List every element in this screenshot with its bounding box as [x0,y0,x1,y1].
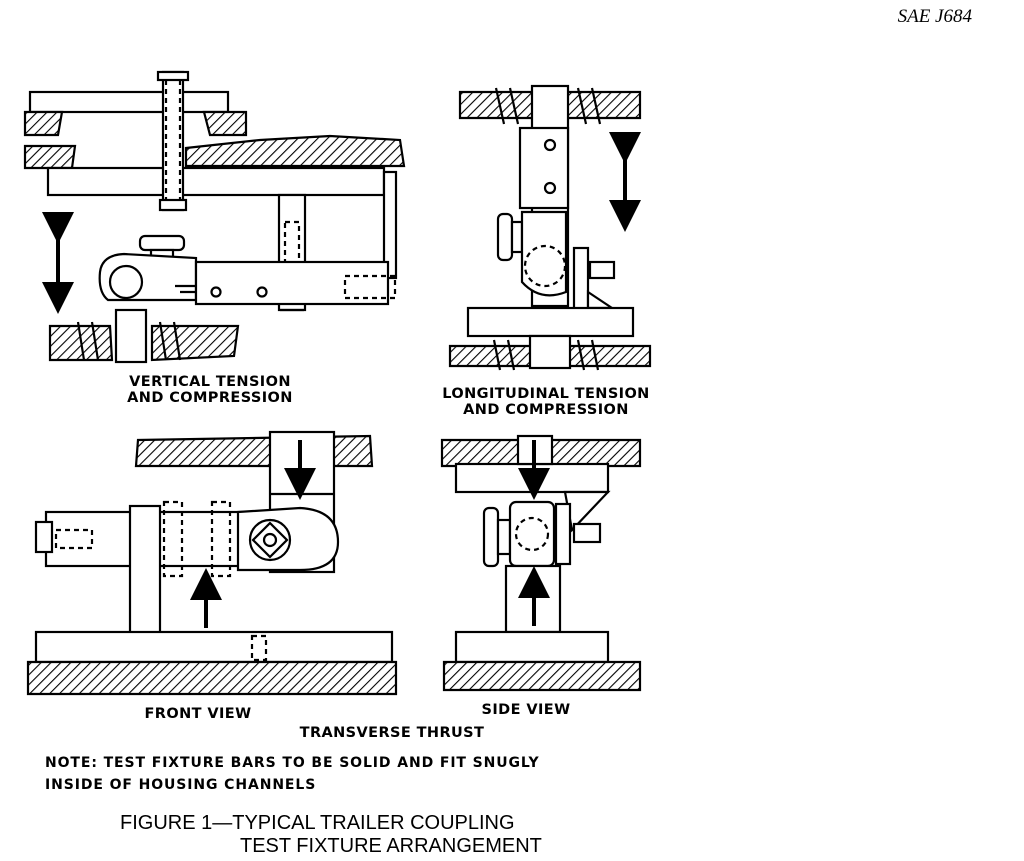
side-view-caption: SIDE VIEW [481,702,571,718]
longitudinal-tension-view [448,84,652,371]
note-line1: NOTE: TEST FIXTURE BARS TO BE SOLID AND … [45,755,540,771]
side-view [440,434,642,692]
front-view [26,430,398,696]
transverse-thrust-caption: TRANSVERSE THRUST [299,725,485,741]
vertical-caption-line1: VERTICAL TENSION [129,374,291,390]
longitudinal-view-caption: LONGITUDINAL TENSION AND COMPRESSION [430,386,662,418]
note-line2: INSIDE OF HOUSING CHANNELS [45,777,317,793]
document-id: SAE J684 [897,6,972,27]
front-view-caption: FRONT VIEW [144,706,252,722]
vertical-tension-view [23,70,406,364]
figure-caption-line2: TEST FIXTURE ARRANGEMENT [240,835,542,857]
longitudinal-caption-line2: AND COMPRESSION [463,402,629,418]
figure-caption: FIGURE 1—TYPICAL TRAILER COUPLING TEST F… [120,812,542,858]
figure-caption-line1: FIGURE 1—TYPICAL TRAILER COUPLING [120,812,515,834]
longitudinal-caption-line1: LONGITUDINAL TENSION [442,386,650,402]
vertical-caption-line2: AND COMPRESSION [127,390,293,406]
front-view-arrows [190,440,316,628]
vertical-view-caption: VERTICAL TENSION AND COMPRESSION [112,374,308,406]
fixture-note: NOTE: TEST FIXTURE BARS TO BE SOLID AND … [45,752,540,796]
